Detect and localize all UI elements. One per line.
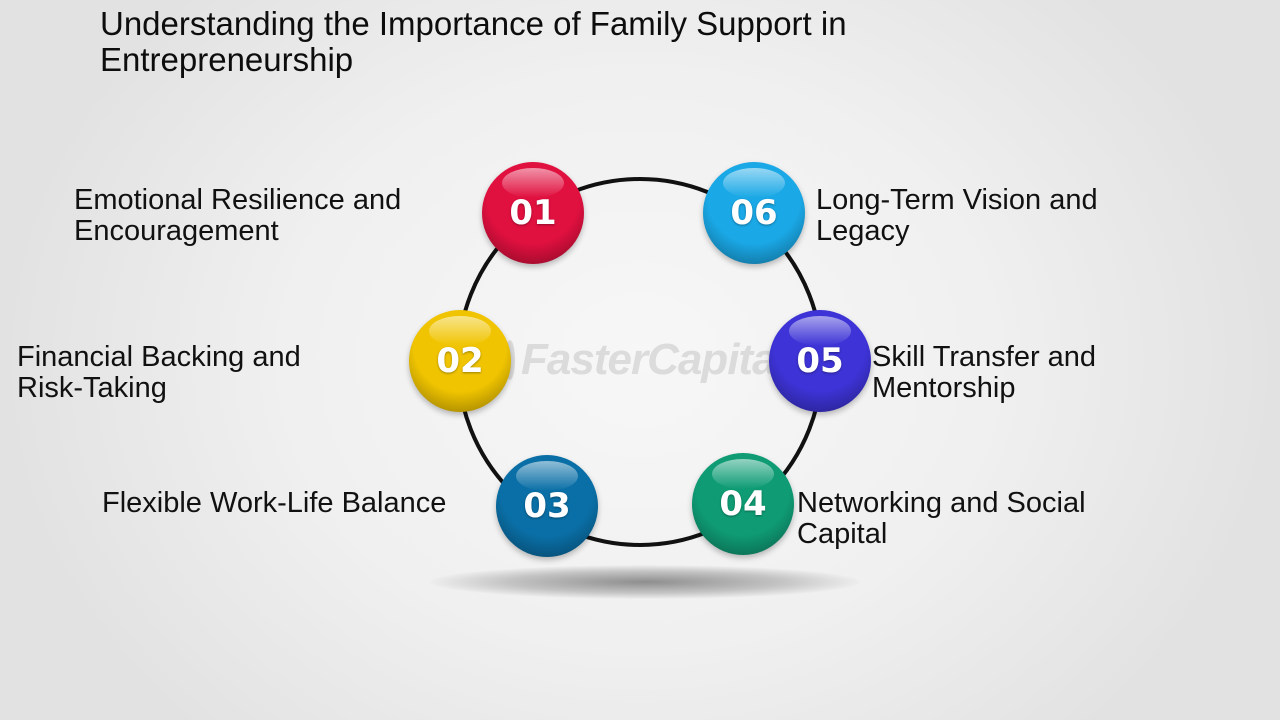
step-05-number: 05 bbox=[796, 341, 844, 381]
step-02-number: 02 bbox=[436, 341, 484, 381]
step-01-label-line-2: Encouragement bbox=[74, 215, 279, 247]
step-04-ball: 04 bbox=[692, 453, 794, 555]
step-03-label-line-1: Flexible Work-Life Balance bbox=[102, 487, 447, 519]
step-02-label: Financial Backing and Risk-Taking bbox=[17, 342, 301, 404]
step-01-ball: 01 bbox=[482, 162, 584, 264]
step-06-label-line-2: Legacy bbox=[816, 215, 910, 247]
step-05-label-line-1: Skill Transfer and bbox=[872, 341, 1097, 373]
step-04-number: 04 bbox=[719, 484, 767, 524]
step-02-label-line-2: Risk-Taking bbox=[17, 372, 167, 404]
diagram-title: Understanding the Importance of Family S… bbox=[100, 5, 847, 78]
step-04-label-line-1: Networking and Social bbox=[797, 487, 1086, 519]
step-04-label: Networking and Social Capital bbox=[797, 488, 1086, 550]
step-06-label-line-1: Long-Term Vision and bbox=[816, 184, 1098, 216]
step-01-label-line-1: Emotional Resilience and bbox=[74, 184, 402, 216]
step-03-number: 03 bbox=[523, 486, 571, 526]
step-01-label: Emotional Resilience and Encouragement bbox=[74, 185, 401, 247]
floor-shadow bbox=[430, 565, 860, 599]
step-06-ball: 06 bbox=[703, 162, 805, 264]
step-06-label: Long-Term Vision and Legacy bbox=[816, 185, 1098, 247]
step-05-label: Skill Transfer and Mentorship bbox=[872, 342, 1096, 404]
step-03-label: Flexible Work-Life Balance bbox=[102, 488, 446, 519]
step-02-label-line-1: Financial Backing and bbox=[17, 341, 301, 373]
step-04-label-line-2: Capital bbox=[797, 518, 888, 550]
step-05-label-line-2: Mentorship bbox=[872, 372, 1016, 404]
step-06-number: 06 bbox=[730, 193, 778, 233]
step-05-ball: 05 bbox=[769, 310, 871, 412]
step-02-ball: 02 bbox=[409, 310, 511, 412]
step-03-ball: 03 bbox=[496, 455, 598, 557]
watermark-text: FasterCapital bbox=[521, 335, 788, 384]
step-01-number: 01 bbox=[509, 193, 557, 233]
watermark: FasterCapital bbox=[505, 330, 788, 390]
